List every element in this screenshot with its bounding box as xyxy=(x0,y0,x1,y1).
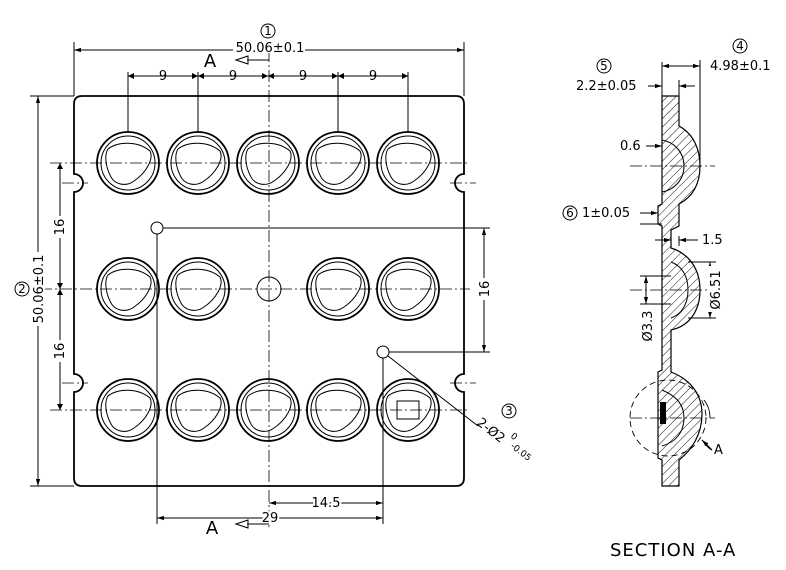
locating-hole-lower xyxy=(376,345,390,359)
step-label: 1±0.05 xyxy=(582,206,630,221)
hole-spacing: 16 xyxy=(478,281,493,298)
callout-1-circle xyxy=(260,23,276,39)
callout-2-circle xyxy=(14,281,30,297)
section-marker-top: A xyxy=(204,51,217,72)
front-view xyxy=(40,50,476,530)
callout-5: 5 xyxy=(600,59,608,73)
callout-3-circle xyxy=(501,403,517,419)
locating-hole-upper xyxy=(150,221,164,235)
total-label: 29 xyxy=(262,511,279,526)
lens-array xyxy=(96,131,440,442)
callout-6: 6 xyxy=(566,206,574,220)
hole-tol-lower: -0.05 xyxy=(508,441,533,463)
callout-2: 2 xyxy=(18,282,26,296)
thickness-label: 4.98±0.1 xyxy=(710,59,771,74)
section-profile xyxy=(657,95,703,487)
pitch-upper: 16 xyxy=(53,219,68,236)
section-marker-bottom: A xyxy=(206,518,219,539)
pitch-lower: 16 xyxy=(53,343,68,360)
bore-diameter: Ø3.3 xyxy=(641,311,656,342)
callout-5-circle xyxy=(596,58,612,74)
lip-label: 0.6 xyxy=(620,139,641,154)
offset-label: 14.5 xyxy=(312,496,341,511)
section-title: SECTION A-A xyxy=(610,540,736,561)
lens-diameter: Ø6.51 xyxy=(709,270,724,309)
callout-1: 1 xyxy=(264,24,272,38)
pitch-2: 9 xyxy=(229,69,237,84)
hole-tol-upper: 0 xyxy=(508,431,519,443)
callout-4: 4 xyxy=(736,39,744,53)
plate-label: 2.2±0.05 xyxy=(576,79,637,94)
callout-4-circle xyxy=(732,38,748,54)
center-lines xyxy=(40,50,476,530)
overall-width-label: 50.06±0.1 xyxy=(236,41,305,56)
pitch-1: 9 xyxy=(159,69,167,84)
gap-label: 1.5 xyxy=(702,233,723,248)
pitch-3: 9 xyxy=(299,69,307,84)
bottom-dimensions: 14.5 29 A xyxy=(156,234,384,539)
callout-6-circle xyxy=(562,205,578,221)
top-dimensions: 1 50.06±0.1 9 9 9 9 A xyxy=(73,23,465,132)
plate-outline xyxy=(73,95,465,487)
overall-height-label: 50.06±0.1 xyxy=(32,255,47,324)
section-view: 4 4.98±0.1 5 2.2±0.05 0.6 6 1±0.05 1.5 Ø… xyxy=(562,38,771,561)
detail-marker: A xyxy=(714,443,723,458)
pitch-4: 9 xyxy=(369,69,377,84)
hole-spec: 2-Ø2 xyxy=(474,415,508,446)
callout-3: 3 xyxy=(505,404,513,418)
left-dimensions: 50.06±0.1 2 16 16 xyxy=(14,95,74,487)
right-dimensions: 16 xyxy=(163,227,493,353)
